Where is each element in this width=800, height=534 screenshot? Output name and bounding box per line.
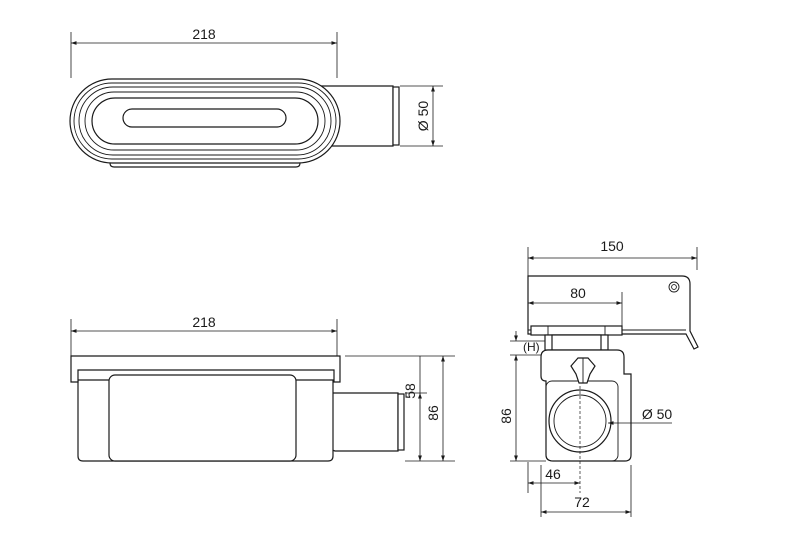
top-slot	[122, 108, 287, 128]
side-inner-height-dimension: 58	[402, 356, 455, 462]
front-offset-label: 46	[545, 466, 561, 482]
front-top-width-label: 150	[600, 238, 624, 254]
top-width-dimension: 218	[70, 26, 338, 78]
front-height-label: 86	[498, 408, 514, 424]
front-adjust-height-dimension: (H)	[510, 331, 545, 365]
top-diameter-dimension: Ø 50	[400, 85, 443, 147]
side-outer-height-label: 86	[425, 405, 441, 421]
top-view: 218 Ø 50	[69, 26, 443, 168]
side-outer-height-dimension: 86	[345, 355, 455, 461]
front-bottom-width-dimension: 72	[540, 465, 632, 517]
front-diameter-dimension: Ø 50	[608, 406, 673, 425]
side-width-dimension: 218	[70, 314, 338, 356]
front-adjust-height-label: (H)	[523, 340, 540, 354]
front-mid-width-label: 80	[570, 285, 586, 301]
front-top-frame	[530, 325, 623, 336]
side-body-panel	[108, 374, 297, 462]
front-view: 150 80	[498, 238, 699, 517]
front-diameter-label: Ø 50	[642, 406, 673, 422]
top-diameter-label: Ø 50	[415, 101, 431, 132]
front-height-dimension: 86	[498, 365, 546, 462]
side-width-label: 218	[192, 314, 216, 330]
top-outlet-end	[392, 86, 400, 146]
front-bracket-hole	[668, 281, 680, 293]
front-top-width-dimension: 150	[527, 238, 698, 276]
side-outlet-end	[397, 393, 405, 451]
top-width-label: 218	[192, 26, 216, 42]
side-view: 218 58 86	[70, 314, 455, 462]
side-inner-height-label: 58	[402, 383, 418, 399]
front-bottom-width-label: 72	[574, 494, 590, 510]
front-mid-width-dimension: 80	[527, 285, 623, 326]
side-top-plate	[70, 355, 341, 383]
front-offset-dimension: 46	[527, 462, 580, 493]
